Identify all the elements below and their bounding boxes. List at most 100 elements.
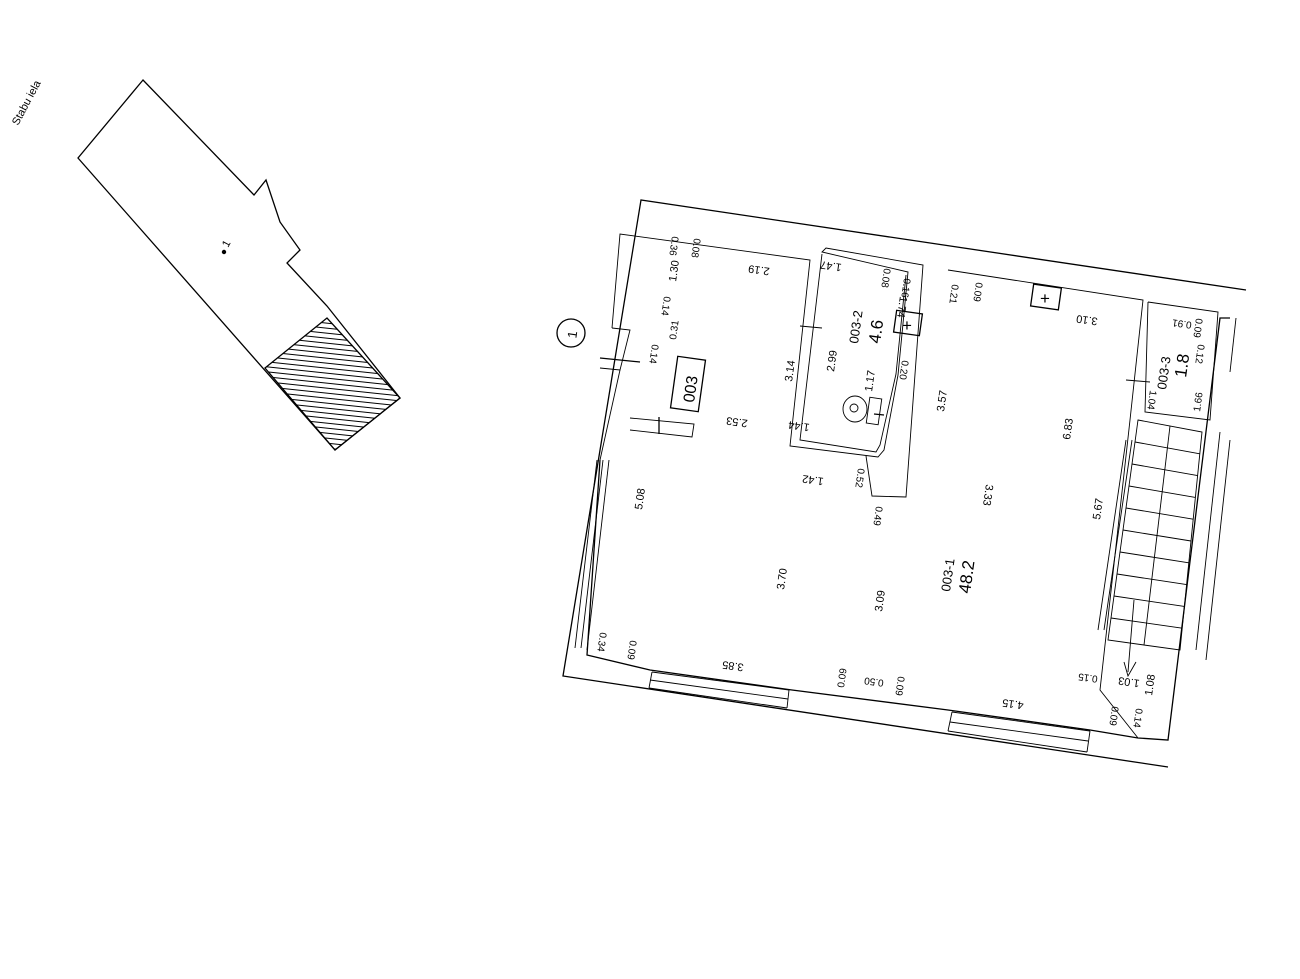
dim-label: 3.09 [873, 590, 888, 613]
room-code: 003-3 [1154, 355, 1173, 390]
hatch-line [250, 470, 420, 488]
hatch-line [250, 225, 420, 243]
dim-label: 3.10 [1076, 312, 1099, 327]
partition-stub [629, 417, 695, 438]
dim-label: 3.85 [722, 658, 745, 673]
hatch-line [250, 255, 420, 273]
hatch-line [265, 419, 400, 439]
right-edge-wall-2 [1195, 431, 1221, 651]
hatch-line [250, 265, 420, 283]
hatched-unit-area [264, 317, 401, 451]
room-area: 4.6 [865, 319, 887, 345]
dim-label: 0.91 [1171, 316, 1192, 330]
right-edge-wall [1229, 317, 1237, 373]
dim-label: 1.47 [820, 258, 843, 273]
hatch-line [250, 460, 420, 478]
dim-label: 6.83 [1061, 418, 1076, 441]
hatch-line [265, 318, 400, 334]
hatch-line [250, 485, 420, 503]
dim-label: 1.04 [1144, 390, 1158, 411]
hatch-line [265, 404, 400, 424]
right-room-wall [947, 269, 1144, 739]
floor-marker-number: 1 [564, 330, 580, 339]
hatch-line [265, 449, 400, 450]
hatch-line [250, 270, 420, 288]
dim-label: 0.09 [1106, 706, 1120, 727]
dim-label: 0.21 [946, 284, 960, 305]
hatch-line [250, 215, 420, 233]
dim-label: 0.09 [1190, 318, 1204, 339]
hatch-line [250, 465, 420, 483]
dim-label: 0.08 [878, 268, 892, 289]
hatch-line [250, 290, 420, 308]
left-wall-segment [599, 327, 631, 371]
hatch-line [250, 285, 420, 303]
hatch-line [265, 354, 400, 374]
hatch-line [250, 455, 420, 473]
hatch-line [265, 429, 400, 449]
dim-label: 0.12 [1192, 344, 1206, 365]
building-footprint [77, 79, 401, 451]
hatch-line [265, 439, 400, 450]
building-number-dot [221, 249, 227, 255]
outer-wall-outer [562, 199, 1247, 768]
dim-label: 0.09 [836, 667, 850, 688]
hatch-line [250, 235, 420, 253]
room-code: 003-2 [846, 309, 865, 344]
dim-label: 1.42 [802, 472, 825, 487]
dim-label: 1.30 [667, 260, 682, 283]
bottom-window-2 [947, 711, 1091, 753]
dim-label: 0.20 [896, 360, 910, 381]
hatch-line [250, 295, 420, 313]
ventilation-box [1029, 283, 1063, 311]
dim-label: 0.09 [624, 640, 638, 661]
hatch-line [250, 275, 420, 293]
hatch-line [265, 374, 400, 394]
dim-label: 0.49 [870, 506, 884, 527]
door-tick-left [599, 357, 641, 363]
hatch-line [265, 409, 400, 429]
hatch-line [265, 329, 400, 349]
dim-label: 2.19 [748, 262, 771, 277]
bath-fixture-plus-icon: + [902, 316, 912, 335]
hatch-line [250, 480, 420, 498]
hatch-line [250, 220, 420, 238]
hatch-line [265, 334, 400, 354]
dim-label: 3.70 [775, 568, 790, 591]
dim-label: 3.14 [783, 360, 798, 383]
dim-label: 0.14 [1130, 708, 1144, 729]
dim-label: 0.52 [852, 468, 866, 489]
dim-label: 5.67 [1091, 498, 1106, 521]
door-tick-bath [799, 325, 823, 329]
dim-label: 0.09 [970, 282, 984, 303]
dimension-labels: 0.36 0.08 2.19 1.30 0.14 0.31 0.14 2.53 … [594, 236, 1206, 729]
hatch-line [265, 414, 400, 434]
room-003-3-label: 003-3 1.8 [1154, 353, 1193, 391]
dim-label: 1.03 [1118, 674, 1141, 689]
hatch-line [265, 369, 400, 389]
small-room-wall [1144, 301, 1219, 421]
hatch-line [250, 490, 420, 508]
bath-fixture-box [892, 309, 924, 337]
room-area: 48.2 [955, 559, 978, 594]
dim-label: 0.50 [863, 674, 884, 688]
hatch-line [250, 250, 420, 268]
hatch-line [265, 444, 400, 450]
hatch-line [265, 318, 400, 329]
dim-label: 0.15 [1077, 670, 1098, 684]
hatch-line [265, 384, 400, 404]
toilet-icon [842, 395, 885, 426]
staircase [1097, 419, 1203, 678]
main-room-wall [611, 233, 924, 498]
hatch-line [265, 319, 400, 339]
hatch-line [265, 339, 400, 359]
right-edge-wall-3 [1205, 439, 1231, 661]
dim-label: 0.14 [658, 296, 672, 317]
hatch-line [250, 245, 420, 263]
dim-label: 0.09 [892, 676, 906, 697]
dim-label: 0.31 [668, 319, 682, 340]
room-code: 003-1 [938, 557, 957, 592]
room-003-2-label: 003-2 4.6 [846, 309, 887, 344]
bathroom-wall [799, 253, 907, 453]
